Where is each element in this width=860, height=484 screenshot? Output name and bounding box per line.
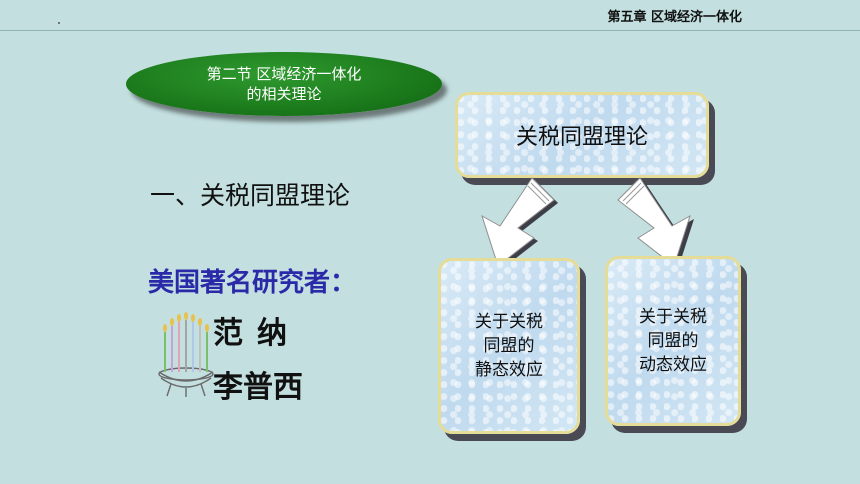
researchers-title: 美国著名研究者： (148, 268, 357, 298)
static-effect-line2: 同盟的 (483, 336, 535, 356)
dynamic-effect-line2: 同盟的 (647, 331, 699, 351)
section-title-line2: 的相关理论 (246, 85, 322, 103)
main-box-label: 关税同盟理论 (515, 125, 648, 150)
arrow-down-right-icon (617, 177, 694, 268)
static-effect-text: 关于关税 同盟的 静态效应 (475, 310, 543, 382)
page-heading: 一、关税同盟理论 (150, 181, 351, 210)
header-divider (0, 30, 860, 31)
chapter-title: 第五章 区域经济一体化 (607, 10, 742, 25)
section-title-line1: 第二节 区域经济一体化 (206, 65, 362, 83)
dynamic-effect-box: 关于关税 同盟的 动态效应 (605, 256, 741, 426)
researcher-name-1: 范纳 (213, 316, 301, 351)
dynamic-effect-text: 关于关税 同盟的 动态效应 (639, 305, 707, 377)
customs-union-theory-box: 关税同盟理论 (455, 92, 709, 178)
static-effect-line3: 静态效应 (475, 360, 543, 380)
candles-icon (158, 312, 214, 397)
dynamic-effect-line1: 关于关税 (639, 307, 707, 327)
dynamic-effect-line3: 动态效应 (639, 355, 707, 375)
section-title-oval: 第二节 区域经济一体化 的相关理论 (126, 52, 442, 116)
researcher-name-2: 李普西 (213, 370, 303, 405)
static-effect-box: 关于关税 同盟的 静态效应 (438, 258, 580, 434)
static-effect-line1: 关于关税 (475, 312, 543, 332)
decorative-dot (58, 22, 60, 24)
arrow-down-left-icon (481, 177, 558, 268)
